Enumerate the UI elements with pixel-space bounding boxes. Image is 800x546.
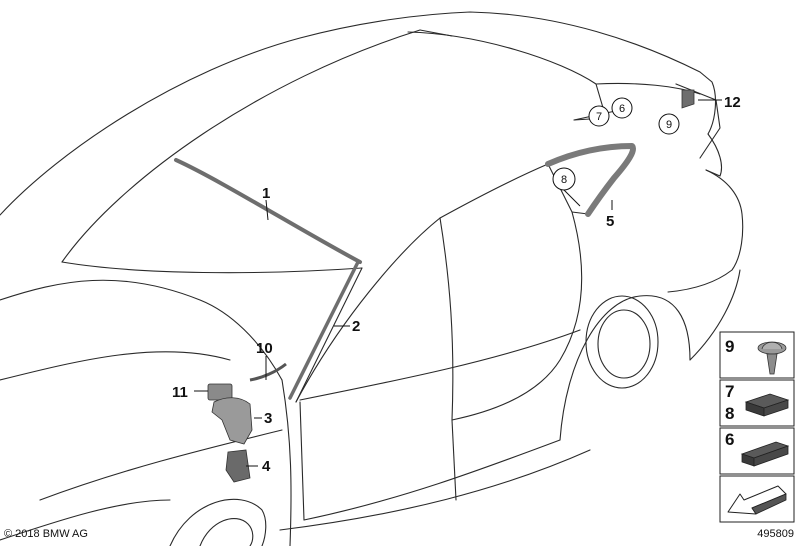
svg-text:8: 8 bbox=[561, 174, 567, 186]
callout-4: 4 bbox=[262, 458, 271, 475]
circled-ref-8: 8 bbox=[552, 167, 576, 191]
legend-screw-box: 9 bbox=[719, 331, 795, 379]
foam-pad-icon bbox=[744, 393, 790, 417]
bracket-part bbox=[681, 89, 695, 109]
legend-pad-label-7: 7 bbox=[725, 382, 734, 401]
leader-lines bbox=[194, 99, 722, 467]
callout-5: 5 bbox=[606, 213, 614, 230]
legend-arrow-box bbox=[719, 475, 795, 523]
screw-icon bbox=[757, 341, 787, 375]
callout-12: 12 bbox=[724, 94, 741, 111]
bracket-10-part bbox=[249, 362, 287, 382]
legend-strip-label: 6 bbox=[725, 430, 734, 449]
legend-strip-box: 6 bbox=[719, 427, 795, 475]
circled-ref-6: 6 bbox=[611, 97, 633, 119]
a-pillar-molding-part bbox=[288, 260, 360, 400]
legend-screw-label: 9 bbox=[725, 337, 734, 356]
legend-pad-label-8: 8 bbox=[725, 404, 734, 423]
navigation-arrow-icon bbox=[727, 485, 787, 515]
copyright-text: © 2018 BMW AG bbox=[4, 528, 88, 540]
svg-text:7: 7 bbox=[596, 111, 602, 123]
callout-10: 10 bbox=[256, 340, 273, 357]
circled-ref-7: 7 bbox=[588, 105, 610, 127]
car-body-outline bbox=[0, 11, 744, 546]
callout-11: 11 bbox=[172, 384, 188, 401]
cowl-part-3 bbox=[211, 397, 253, 445]
foam-strip-icon bbox=[740, 441, 790, 467]
fender-part-4 bbox=[225, 449, 251, 483]
callout-3: 3 bbox=[264, 410, 272, 427]
windshield-molding-part bbox=[174, 158, 362, 264]
legend-pad-box: 7 8 bbox=[719, 379, 795, 427]
rear-window-trim-part bbox=[545, 143, 636, 217]
circled-ref-9: 9 bbox=[658, 113, 680, 135]
svg-text:6: 6 bbox=[619, 103, 625, 115]
svg-text:9: 9 bbox=[666, 119, 672, 131]
callout-1: 1 bbox=[262, 185, 270, 202]
callout-2: 2 bbox=[352, 318, 360, 335]
diagram-number: 495809 bbox=[757, 528, 794, 540]
